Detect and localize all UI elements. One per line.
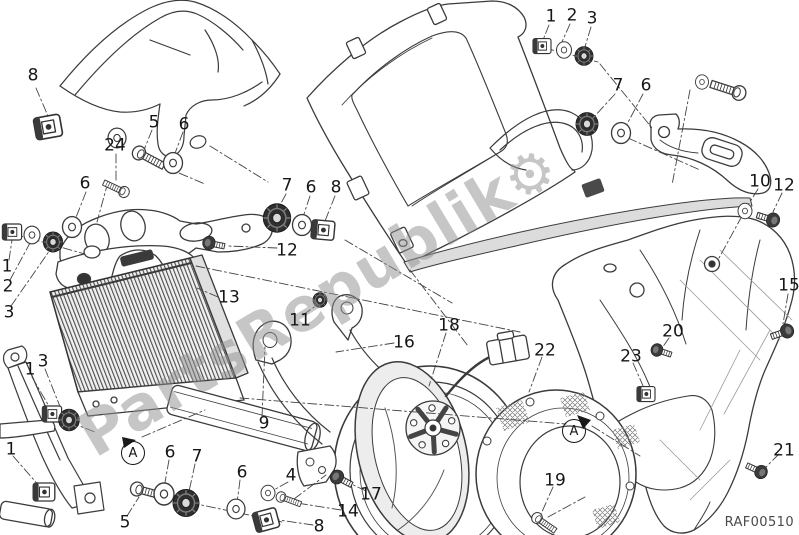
callout-number: 1 [24,359,36,380]
mount-bracket [649,113,772,195]
diagram-code: RAF00510 [724,515,794,530]
fan-connector [486,330,530,366]
callout-number: 1 [1,256,13,277]
bolt [274,489,304,510]
callout-number: 1 [545,6,557,27]
callout-number: 6 [164,442,176,463]
screw [743,458,771,482]
grommet [58,408,80,432]
washer [260,484,276,502]
clip-nut [310,218,336,242]
callout-number: 4 [285,465,297,486]
callout-number: 6 [236,462,248,483]
clip-nut [636,385,656,403]
callout-number: 8 [313,516,325,535]
callout-number: 1 [5,439,17,460]
washer [153,482,175,506]
callout-number: 5 [119,512,131,533]
callout-number: 22 [534,340,556,361]
radiator-side-tank [189,254,249,379]
callout-number: 21 [773,440,795,461]
side-panel [551,215,796,534]
clip-nut [251,506,281,534]
callout-number: 12 [773,175,795,196]
callout-number: 13 [218,287,240,308]
washer [695,74,709,90]
view-marker: A [562,419,586,443]
washer [610,121,632,145]
callout-number: 19 [544,470,566,491]
washer [162,151,184,175]
radiator-lower-pipe [0,500,56,528]
grommet [262,203,292,233]
bolt [708,76,749,103]
washer [23,225,41,245]
callout-number: 11 [289,310,311,331]
view-marker: A [121,441,145,465]
frame-part [59,0,281,157]
panel-bracket-tip [581,178,605,198]
callout-number: 7 [281,175,293,196]
callout-number: 10 [749,171,771,192]
cooling-fan [354,330,530,535]
grommet [574,46,594,66]
grommet [312,292,328,308]
clip-nut [1,223,23,241]
callout-number: 8 [330,177,342,198]
panel-rubber-mount [703,255,721,273]
washer [61,215,83,239]
callout-number: 17 [360,484,382,505]
air-duct-panel [306,0,593,267]
callout-number: 16 [393,332,415,353]
clip-nut [32,113,64,141]
washer [737,202,753,220]
callout-number: 15 [778,275,799,296]
washer [555,41,573,59]
callout-number: 6 [305,177,317,198]
callout-number: 2 [566,5,578,26]
grommet [575,111,599,137]
callout-number: 3 [586,8,598,29]
callout-number: 7 [191,446,203,467]
callout-number: 6 [79,173,91,194]
grommet [42,231,64,253]
callout-number: 2 [2,276,14,297]
trim-strip [403,197,753,273]
grommet [172,488,200,518]
callout-number: 3 [3,302,15,323]
callout-number: 3 [37,351,49,372]
radiator-bottom-tank [77,377,321,452]
washer [226,498,246,520]
callout-number: 12 [276,240,298,261]
callout-number: 6 [178,114,190,135]
callout-number: 18 [438,315,460,336]
callout-number: 20 [662,321,684,342]
clip-nut [532,37,552,55]
callout-number: 24 [104,135,126,156]
bolt [129,143,168,173]
callout-number: 23 [620,346,642,367]
callout-number: 9 [258,413,270,434]
washer [291,213,313,237]
clip-nut [32,482,56,502]
clutch-cover [475,389,640,535]
callout-number: 7 [612,75,624,96]
radiator-stay [0,345,105,515]
callout-number: 14 [337,501,359,522]
callout-number: 8 [27,65,39,86]
radiator [0,208,321,528]
callout-number: 5 [148,112,160,133]
callout-number: 6 [640,75,652,96]
